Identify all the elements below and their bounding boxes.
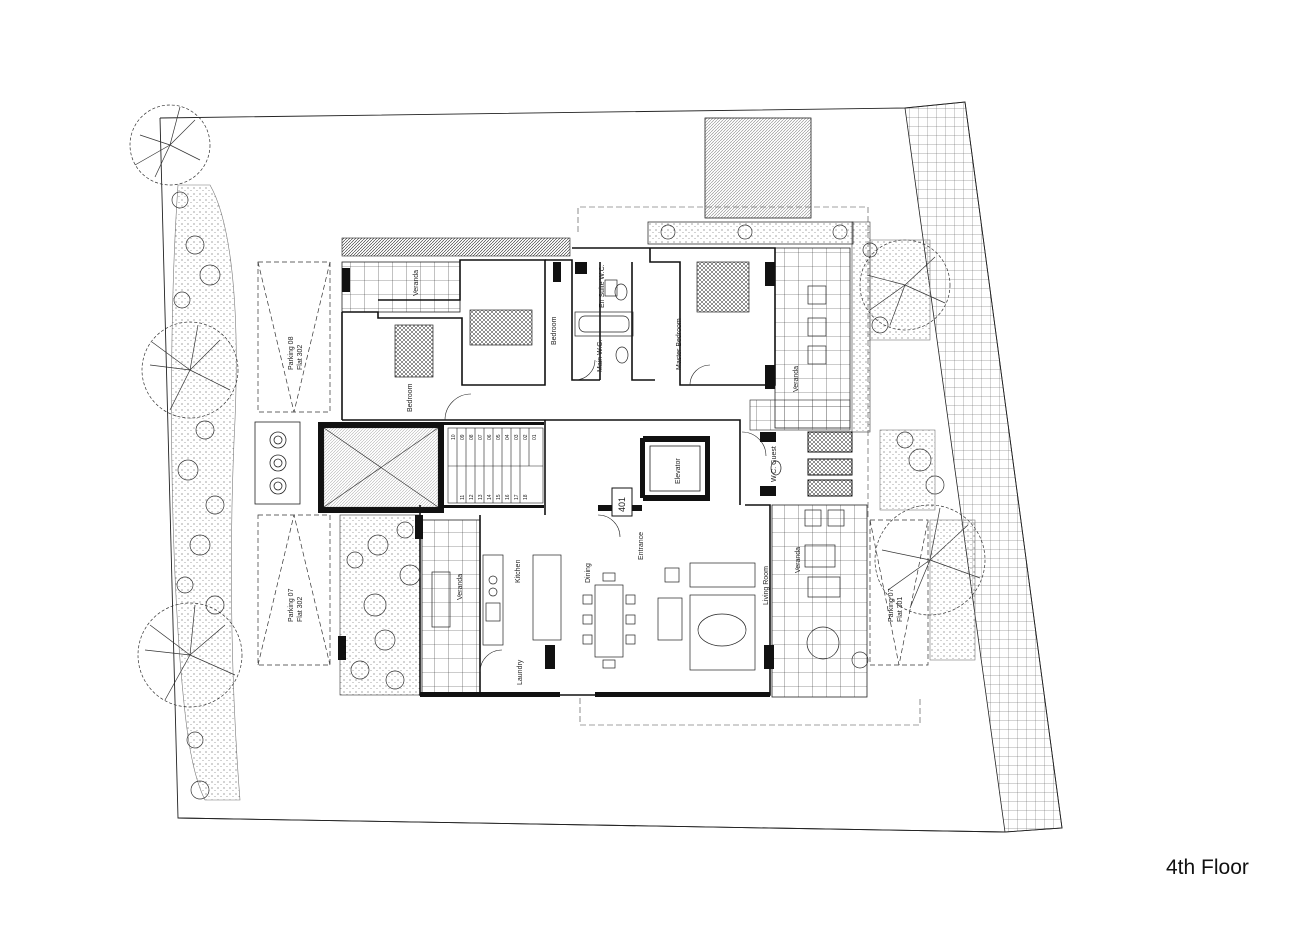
kitchen-label: Kitchen: [515, 560, 522, 583]
parking-1-line1: Parking 08: [288, 336, 295, 370]
parapets: [339, 221, 871, 696]
living-room-label: Living Room: [763, 566, 770, 605]
stair-number: 09: [460, 434, 466, 440]
laundry-label: Laundry: [517, 659, 524, 685]
stair-number: 05: [496, 434, 502, 440]
tree: [129, 104, 211, 186]
bathroom-fixtures: [574, 279, 782, 476]
veranda-e-label: Veranda: [795, 547, 802, 573]
veranda-nw-label: Veranda: [413, 270, 420, 296]
stair-number: 13: [478, 494, 484, 500]
parking-3-line2: Flat 301: [897, 597, 904, 622]
floor-title: 4th Floor: [1166, 856, 1249, 879]
service-shafts: [807, 431, 853, 497]
right-garden: [869, 239, 976, 661]
stair-number: 18: [523, 494, 529, 500]
left-garden: [171, 184, 241, 801]
tree: [137, 602, 243, 708]
wc-ensuite-label: En Suite W.C.: [599, 264, 606, 308]
veranda-furniture: [431, 285, 845, 660]
elevator-shaft: [649, 445, 701, 492]
staircase-flat: [447, 427, 544, 504]
stair-number: 06: [487, 434, 493, 440]
stair-number: 15: [496, 494, 502, 500]
entrance-label: Entrance: [638, 532, 645, 560]
parking-3-line1: Parking 07: [888, 588, 895, 622]
veranda-w-label: Veranda: [457, 574, 464, 600]
dining-label: Dining: [585, 563, 592, 583]
stair-number: 14: [487, 494, 493, 500]
stair-number: 11: [460, 495, 466, 500]
parking-1-line2: Flat 302: [297, 345, 304, 370]
stair-number: 04: [505, 434, 511, 440]
shrubs: [171, 191, 225, 800]
parking-2-line1: Parking 07: [288, 588, 295, 622]
wc-main-label: Main W.C.: [597, 340, 604, 372]
solid-walls: [318, 262, 776, 697]
flat-number-box: [611, 487, 633, 517]
tree: [141, 321, 239, 419]
room-labels: Veranda Bedroom Bedroom Main W.C. En Sui…: [407, 264, 802, 685]
living-set: [657, 562, 756, 671]
planter-shrubs: [346, 224, 889, 690]
bedroom-2-label: Bedroom: [551, 316, 558, 345]
elevator-label: Elevator: [675, 458, 682, 484]
stair-number: 08: [469, 434, 475, 440]
dining-set: [582, 572, 636, 669]
stair-number: 17: [514, 494, 520, 500]
tiled-verandas: [341, 247, 868, 698]
stair-number: 10: [451, 434, 457, 440]
bollards: [254, 421, 301, 505]
tree-group-left: [129, 104, 243, 800]
stair-number: 01: [532, 434, 538, 440]
parking-labels: Parking 08 Flat 302 Parking 07 Flat 302 …: [288, 336, 904, 622]
staircase-main: [323, 427, 439, 508]
parking-bays: [257, 261, 929, 666]
door-swings: [444, 359, 767, 673]
master-bedroom-label: Master Bedroom: [676, 318, 683, 370]
veranda-ne-label: Veranda: [793, 366, 800, 392]
bedroom-1-label: Bedroom: [407, 383, 414, 412]
stair-number: 03: [514, 434, 520, 440]
kitchen-counters: [482, 554, 562, 646]
flat-number-label: 401: [617, 497, 627, 512]
stair-number: 12: [469, 494, 475, 500]
stair-number: 02: [523, 434, 529, 440]
stair-number: 07: [478, 434, 484, 440]
ramp-top: [704, 117, 812, 219]
stair-number: 16: [505, 494, 511, 500]
beds: [394, 261, 750, 378]
wc-guest-label: W.C. Guest: [771, 446, 778, 482]
parking-2-line2: Flat 302: [297, 597, 304, 622]
